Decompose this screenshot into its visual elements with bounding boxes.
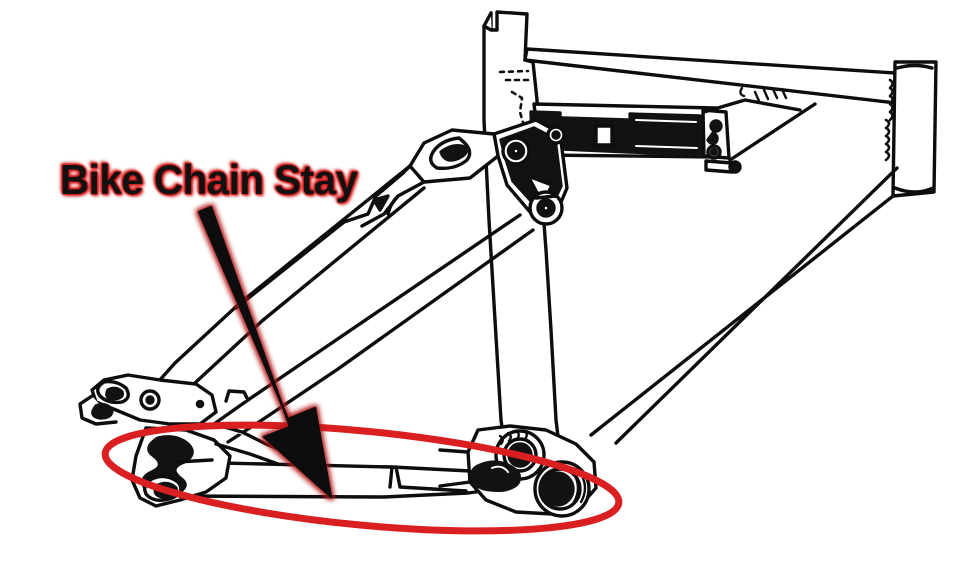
annotation-label-bike-chain-stay: Bike Chain Stay bbox=[60, 156, 358, 203]
pointer-arrow bbox=[197, 205, 333, 499]
rocker-link bbox=[492, 118, 569, 226]
seat-stay-brace bbox=[212, 213, 535, 444]
top-tube bbox=[523, 47, 898, 105]
seat-stay-upper-link bbox=[342, 128, 500, 228]
down-tube bbox=[589, 166, 899, 445]
frame-outline-group bbox=[78, 10, 938, 518]
rear-shock bbox=[529, 86, 817, 174]
head-tube bbox=[891, 60, 938, 198]
head-tube-weld-marks bbox=[884, 78, 894, 162]
chain-stay-highlight bbox=[101, 421, 623, 535]
